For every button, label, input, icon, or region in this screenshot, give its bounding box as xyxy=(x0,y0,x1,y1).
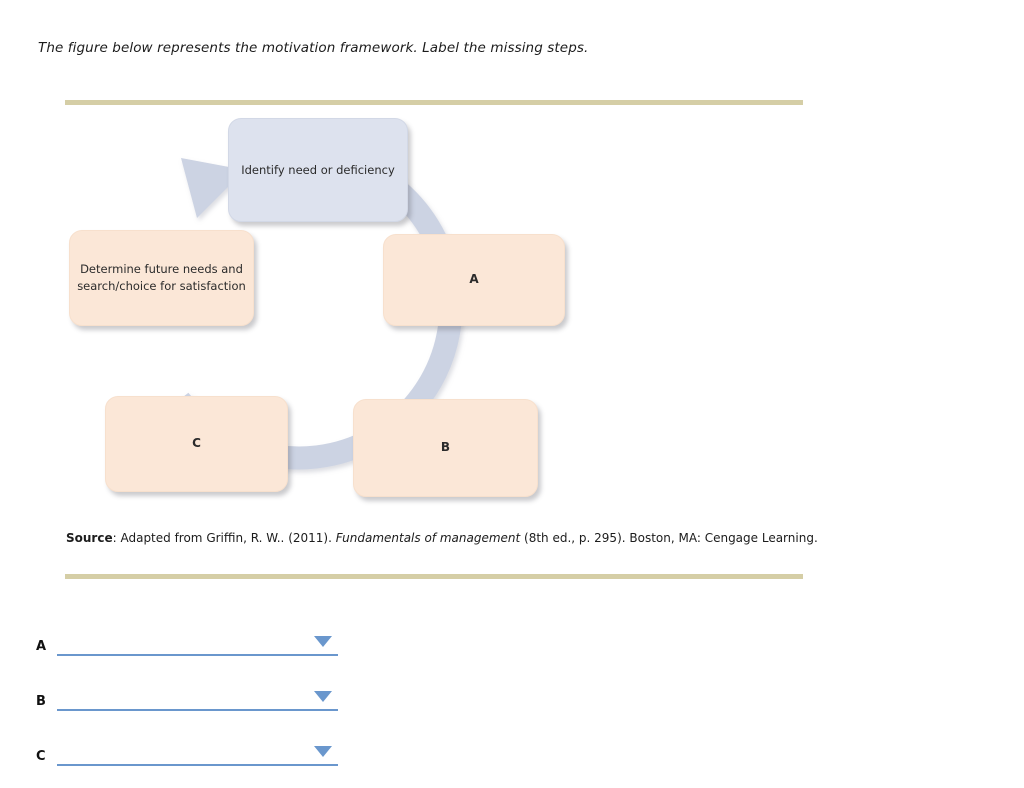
answer-select-wrap-c xyxy=(57,743,338,769)
node-step-b-label: B xyxy=(440,440,451,455)
source-text-before: Adapted from Griffin, R. W.. (2011). xyxy=(120,531,336,545)
answer-label-c: C xyxy=(36,749,46,764)
answer-row-c: C xyxy=(0,730,1024,785)
answer-label-b: B xyxy=(36,694,46,709)
answer-label-a: A xyxy=(36,639,47,654)
answer-row-b: B xyxy=(0,675,1024,730)
answer-select-wrap-a xyxy=(57,633,338,659)
figure-bottom-rule xyxy=(65,574,803,579)
answer-row-a: A xyxy=(0,620,1024,675)
node-identify-need: Identify need or deficiency xyxy=(228,118,408,222)
answer-select-a[interactable] xyxy=(57,633,338,656)
node-step-b: B xyxy=(353,399,538,497)
figure-block: Identify need or deficiency A B C Determ… xyxy=(0,96,1024,586)
source-text-after: (8th ed., p. 295). Boston, MA: Cengage L… xyxy=(520,531,818,545)
node-determine-future-needs-label: Determine future needs and search/choice… xyxy=(77,262,246,293)
source-work-title: Fundamentals of management xyxy=(335,531,521,545)
motivation-cycle-diagram: Identify need or deficiency A B C Determ… xyxy=(55,106,595,506)
node-identify-need-label: Identify need or deficiency xyxy=(241,162,395,177)
answer-list: A B C xyxy=(0,620,1024,785)
source-separator: : xyxy=(112,531,121,545)
source-citation: Source: Adapted from Griffin, R. W.. (20… xyxy=(66,530,966,547)
node-determine-future-needs: Determine future needs and search/choice… xyxy=(69,230,254,326)
answer-select-wrap-b xyxy=(57,688,338,714)
node-step-c-label: C xyxy=(192,436,201,451)
node-step-c: C xyxy=(105,396,288,492)
question-instruction: The figure below represents the motivati… xyxy=(38,40,589,56)
node-step-a-label: A xyxy=(469,272,479,287)
figure-top-rule xyxy=(65,100,803,105)
answer-select-c[interactable] xyxy=(57,743,338,766)
source-label: Source xyxy=(66,531,113,545)
answer-select-b[interactable] xyxy=(57,688,338,711)
node-step-a: A xyxy=(383,234,565,326)
